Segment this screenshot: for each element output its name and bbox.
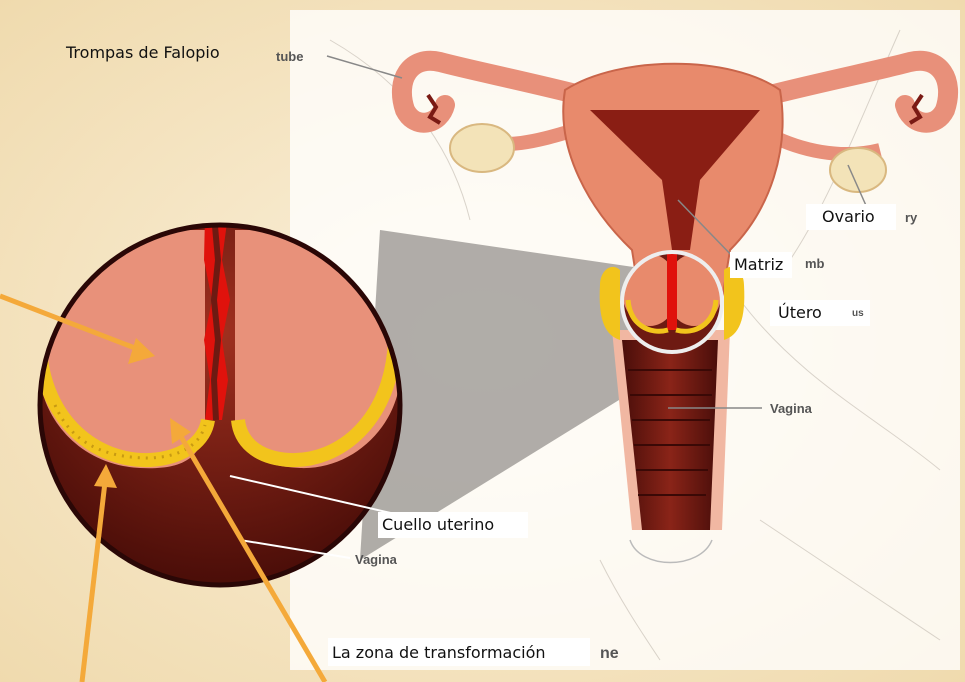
label-womb: Matriz [734, 257, 783, 273]
canal-center [214, 215, 218, 420]
label-fallopian-tubes: Trompas de Falopio [66, 45, 220, 61]
orig-vagina-label: Vagina [770, 402, 812, 415]
label-cervix: Cuello uterino [382, 517, 494, 533]
orig-inset-vagina-label: Vagina [355, 553, 397, 566]
orig-uterus-fragment: us [852, 309, 864, 319]
label-transformation-zone: La zona de transformación [332, 645, 546, 661]
orig-tube-label: tube [276, 50, 303, 63]
label-uterus: Útero [778, 305, 822, 321]
orig-ovary-fragment: ry [905, 211, 917, 224]
label-ovary: Ovario [822, 209, 875, 225]
orig-womb-fragment: mb [805, 257, 825, 270]
orig-zone-fragment: ne [600, 646, 619, 662]
